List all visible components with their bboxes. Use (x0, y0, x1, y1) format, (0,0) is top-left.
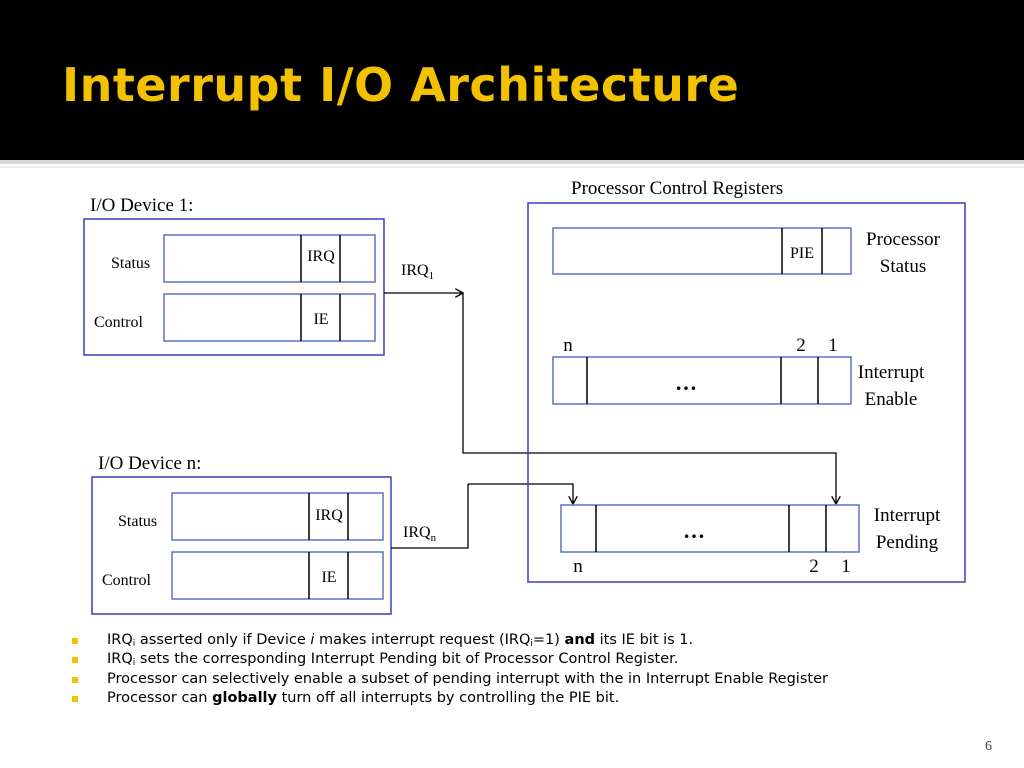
title-rule (0, 160, 1024, 164)
device1-control-label: Control (94, 314, 143, 331)
devicen-irq-signal-label: IRQn (403, 524, 437, 544)
bullet-item: Processor can selectively enable a subse… (72, 670, 828, 689)
interrupt-enable-label-line1: Interrupt (858, 362, 925, 383)
processor-status-label-line1: Processor (866, 229, 941, 250)
devicen-title: I/O Device n: (98, 453, 201, 474)
pending-bit-2-label: 2 (809, 556, 819, 577)
enable-ellipsis: … (675, 370, 697, 395)
bullet-marker (72, 638, 78, 644)
irqn-wire-up (391, 484, 469, 549)
slide-title: Interrupt I/O Architecture (62, 58, 740, 112)
device1-ie-field: IE (313, 311, 328, 328)
devicen-control-register (171, 551, 384, 600)
devicen-control-label: Control (102, 572, 151, 589)
processor-registers-box (527, 202, 966, 583)
bullet-list: IRQi asserted only if Device i makes int… (72, 631, 828, 709)
bullet-item: IRQi sets the corresponding Interrupt Pe… (72, 650, 828, 669)
irq1-to-pending-wire (462, 293, 836, 504)
bullet-item: Processor can globally turn off all inte… (72, 689, 828, 708)
bullet-marker (72, 696, 78, 703)
enable-bit-1-label: 1 (828, 335, 838, 356)
device1-irq-signal-label: IRQ1 (401, 262, 434, 282)
devicen-box (91, 476, 392, 615)
device1-box (83, 218, 385, 356)
page-number: 6 (985, 739, 992, 754)
device1-status-label: Status (111, 255, 150, 272)
interrupt-pending-register (560, 504, 860, 553)
devicen-irq-field: IRQ (315, 507, 343, 524)
title-bar: Interrupt I/O Architecture (0, 0, 1024, 160)
pie-field: PIE (790, 245, 814, 262)
interrupt-pending-label-line2: Pending (876, 532, 939, 553)
irqn-to-pending-wire (468, 483, 573, 504)
pending-ellipsis: … (683, 518, 705, 543)
interrupt-pending-label-line1: Interrupt (874, 505, 941, 526)
bullet-marker (72, 676, 78, 683)
interrupt-enable-label-line2: Enable (865, 389, 918, 410)
pending-bit-1-label: 1 (841, 556, 851, 577)
processor-registers-title: Processor Control Registers (571, 178, 783, 199)
device1-control-register (163, 293, 376, 342)
interrupt-enable-register (552, 356, 852, 405)
enable-bit-2-label: 2 (796, 335, 806, 356)
title-rule-light (0, 166, 1024, 168)
device1-title: I/O Device 1: (90, 195, 193, 216)
bullet-marker (72, 657, 78, 664)
devicen-status-register (171, 492, 384, 541)
devicen-status-label: Status (118, 513, 157, 530)
device1-status-register (163, 234, 376, 283)
pending-bit-n-label: n (573, 556, 583, 577)
bullet-item: IRQi asserted only if Device i makes int… (72, 631, 828, 650)
processor-status-register (552, 227, 852, 275)
enable-bit-n-label: n (563, 335, 573, 356)
device1-irq-field: IRQ (307, 248, 335, 265)
processor-status-label-line2: Status (880, 256, 926, 277)
devicen-ie-field: IE (321, 569, 336, 586)
